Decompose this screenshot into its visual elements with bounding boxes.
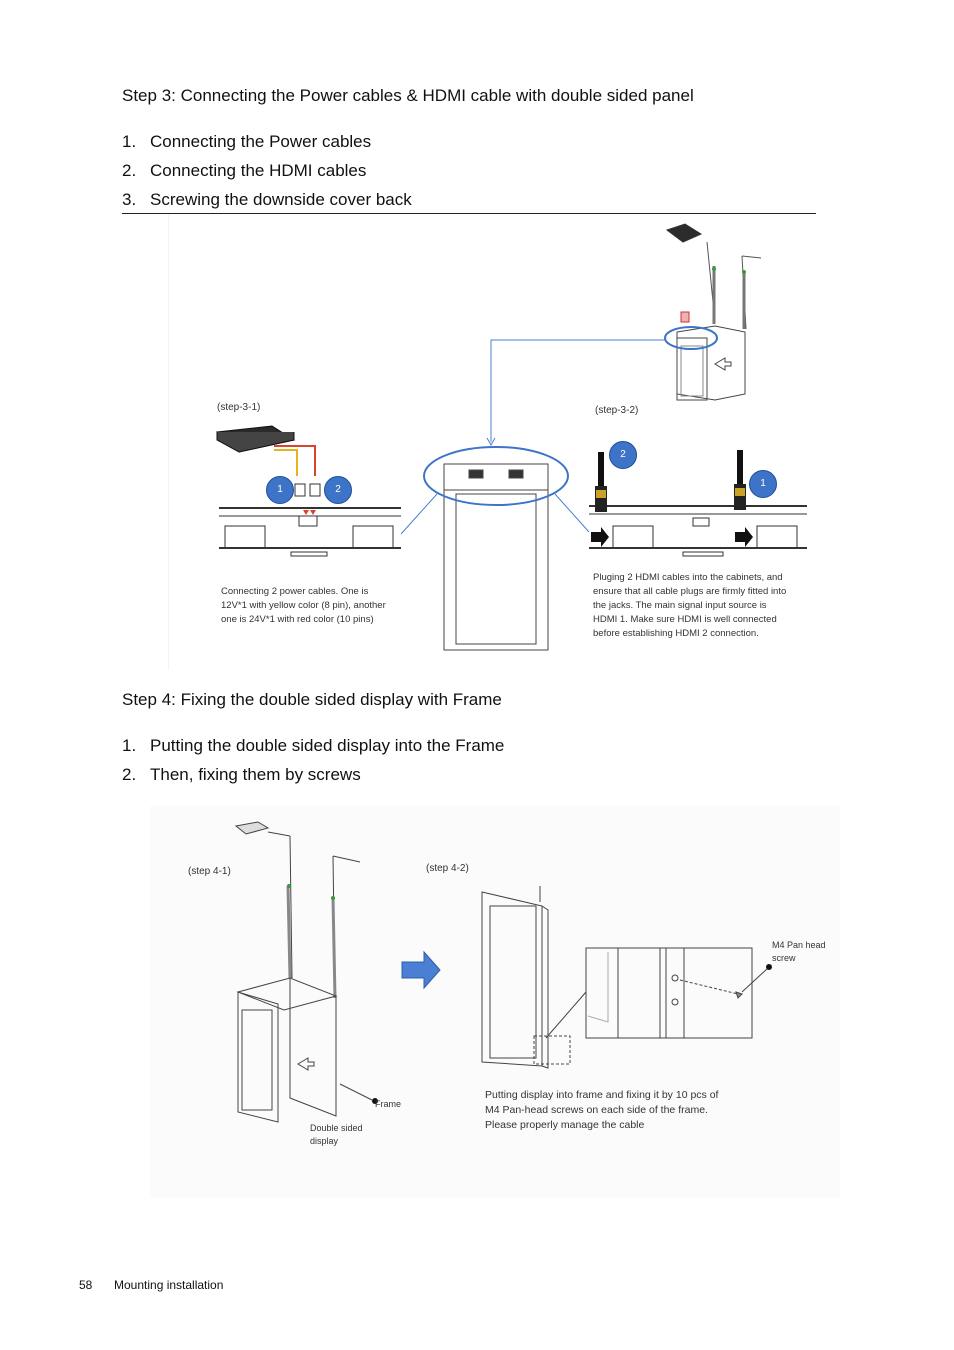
ceiling-mount-illustration	[664, 223, 762, 401]
step4-heading: Step 4: Fixing the double sided display …	[122, 690, 502, 709]
step3-heading: Step 3: Connecting the Power cables & HD…	[122, 86, 694, 105]
connector-arrow-line	[490, 339, 665, 442]
figure-step4-diagram: (step 4-1) (step 4-2) Frame Double sided…	[150, 806, 840, 1198]
badge-power-2: 2	[324, 476, 352, 504]
list-item: 2.Then, fixing them by screws	[122, 765, 361, 784]
page-number: 58	[79, 1278, 93, 1292]
divider-line	[122, 213, 816, 214]
label-step-3-1: (step-3-1)	[217, 402, 261, 413]
badge-hdmi-1: 1	[749, 470, 777, 498]
list-item: 3.Screwing the downside cover back	[122, 190, 412, 209]
arrow-right-icon	[401, 950, 441, 990]
label-frame: Frame	[375, 1099, 402, 1109]
power-module-illustration	[215, 425, 321, 527]
arrow-head-icon	[486, 437, 496, 447]
list-item: 1.Putting the double sided display into …	[122, 736, 505, 755]
center-panel-illustration	[400, 446, 590, 651]
step4-list: 1.Putting the double sided display into …	[122, 731, 504, 789]
list-item: 2.Connecting the HDMI cables	[122, 161, 367, 180]
cabinet-rail-left	[219, 507, 401, 557]
caption-hdmi-cables: Pluging 2 HDMI cables into the cabinets,…	[593, 572, 787, 639]
cabinet-rail-right	[589, 505, 807, 557]
figure-step3-drawing	[215, 223, 807, 651]
label-double-sided-display: Double sided display	[310, 1123, 363, 1146]
label-step-3-2: (step-3-2)	[595, 405, 639, 416]
footer-section-title: Mounting installation	[114, 1278, 224, 1292]
framed-display-illustration	[481, 886, 772, 1069]
badge-power-1: 1	[266, 476, 294, 504]
figure-step4-drawing	[234, 821, 772, 1123]
list-item: 1.Connecting the Power cables	[122, 132, 372, 151]
caption-power-cables: Connecting 2 power cables. One is 12V*1 …	[221, 586, 386, 625]
frame-assembly-illustration	[234, 821, 378, 1123]
label-step-4-2: (step 4-2)	[426, 863, 469, 874]
hdmi-cable-icon	[591, 450, 753, 547]
figure-step3-diagram: (step-3-1) (step-3-2) 1 2 2 1 Connecting…	[168, 214, 817, 670]
label-m4-screw: M4 Pan head screw	[772, 940, 826, 963]
badge-hdmi-2: 2	[609, 441, 637, 469]
step3-list: 1.Connecting the Power cables 2.Connecti…	[122, 127, 412, 214]
caption-fixing-screws: Putting display into frame and fixing it…	[485, 1089, 719, 1131]
label-step-4-1: (step 4-1)	[188, 866, 231, 877]
